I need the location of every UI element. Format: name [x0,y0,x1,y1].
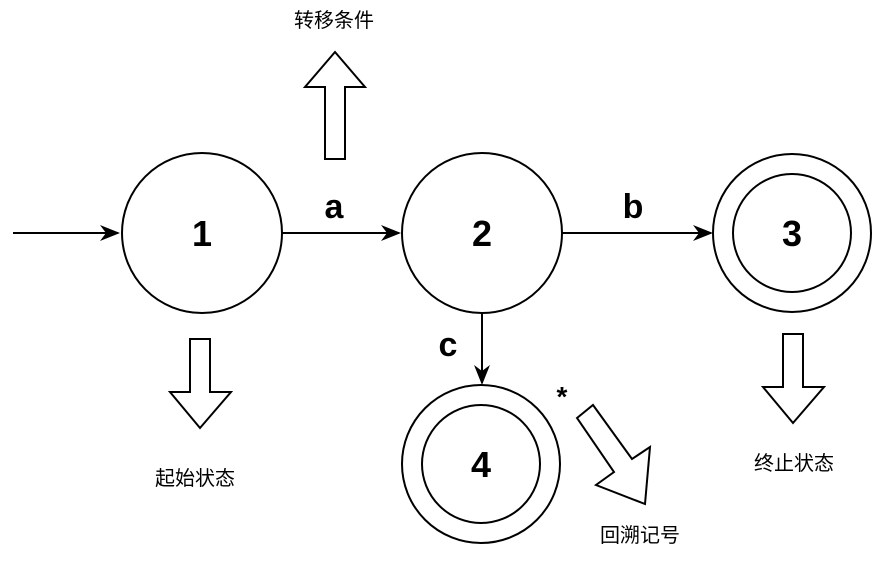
transition-label-b: b [623,188,644,226]
annotation-final-state: 终止状态 [754,451,834,475]
state-4-label: 4 [471,444,491,485]
state-2-circle [401,152,563,314]
down-hollow-arrow-icon-start [167,338,234,430]
backtrack-star: * [557,381,568,412]
down-hollow-arrow-icon-final [760,333,827,425]
state-3-label: 3 [782,213,802,254]
diagonal-hollow-arrow-icon [575,403,652,506]
state-1-label: 1 [192,213,212,254]
state-4-inner-circle [421,404,541,524]
annotation-start-state: 起始状态 [155,466,235,490]
state-1-circle [121,152,283,314]
state-3-inner-circle [732,173,852,293]
up-hollow-arrow-icon [302,50,368,160]
state-2-label: 2 [472,213,492,254]
transition-label-c: c [439,326,458,364]
annotation-backtrack-mark: 回溯记号 [600,523,680,547]
transition-label-a: a [325,188,345,226]
annotation-transition-condition: 转移条件 [294,8,374,32]
